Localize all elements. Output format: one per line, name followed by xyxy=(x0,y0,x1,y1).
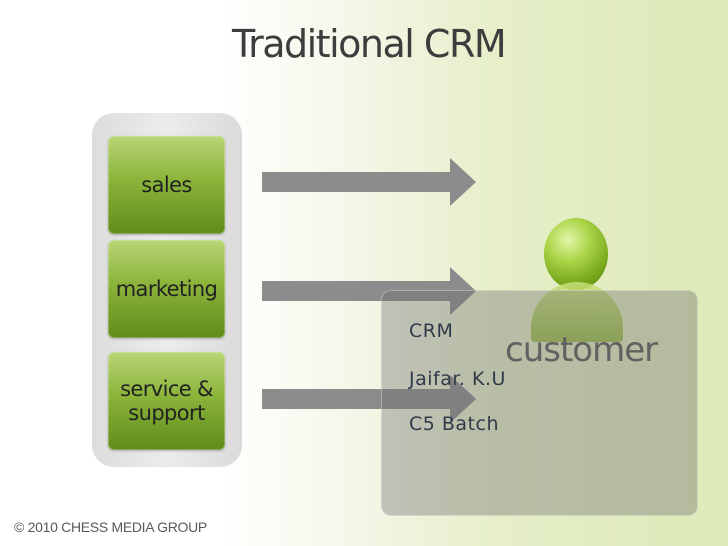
arrow-right-icon xyxy=(262,375,476,423)
overlay-line-author: Jaifar. K.U xyxy=(409,368,506,390)
marketing-label: marketing xyxy=(115,276,218,301)
customer-label: customer xyxy=(505,330,658,370)
slide-title: Traditional CRM xyxy=(232,22,507,66)
service-support-box: service & support xyxy=(108,352,225,450)
arrow-right-icon xyxy=(262,158,476,206)
sales-box: sales xyxy=(108,136,225,234)
overlay-line-batch: C5 Batch xyxy=(409,413,500,435)
marketing-box: marketing xyxy=(108,240,225,338)
person-icon xyxy=(544,218,608,290)
sales-label: sales xyxy=(141,172,192,197)
service-support-label: service & support xyxy=(120,376,213,425)
info-overlay-box xyxy=(381,290,698,516)
copyright-text: © 2010 CHESS MEDIA GROUP xyxy=(14,519,207,535)
overlay-line-crm: CRM xyxy=(409,320,454,342)
arrow-right-icon xyxy=(262,267,476,315)
